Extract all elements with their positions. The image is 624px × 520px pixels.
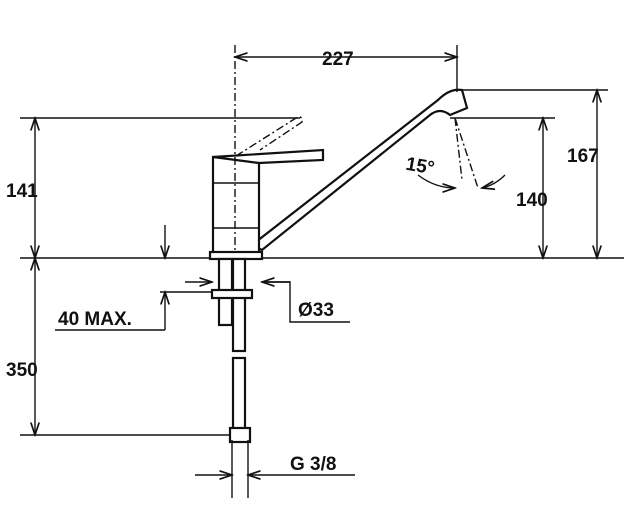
dim-max-thickness: 40 MAX. xyxy=(58,309,132,330)
dim-spout-height: 140 xyxy=(516,190,548,211)
dim-lever-height: 141 xyxy=(6,181,38,202)
reference-lines xyxy=(20,89,624,259)
faucet xyxy=(208,45,479,444)
lever xyxy=(212,148,325,165)
dim-hole-diameter: Ø33 xyxy=(298,300,334,321)
lever-raised xyxy=(235,116,303,157)
dim-hose-length: 350 xyxy=(6,360,38,381)
dim-total-height: 167 xyxy=(567,146,599,167)
dim-connection-thread: G 3/8 xyxy=(290,454,336,475)
dim-swivel-angle: 15° xyxy=(404,154,436,180)
hose-connector xyxy=(228,426,252,444)
dimension-lines xyxy=(20,45,597,498)
spout xyxy=(249,88,469,252)
dim-spout-reach: 227 xyxy=(322,49,354,70)
hose-lower xyxy=(231,356,247,436)
body xyxy=(211,155,261,257)
mounting-nut xyxy=(210,288,254,300)
hose-upper xyxy=(231,257,247,353)
